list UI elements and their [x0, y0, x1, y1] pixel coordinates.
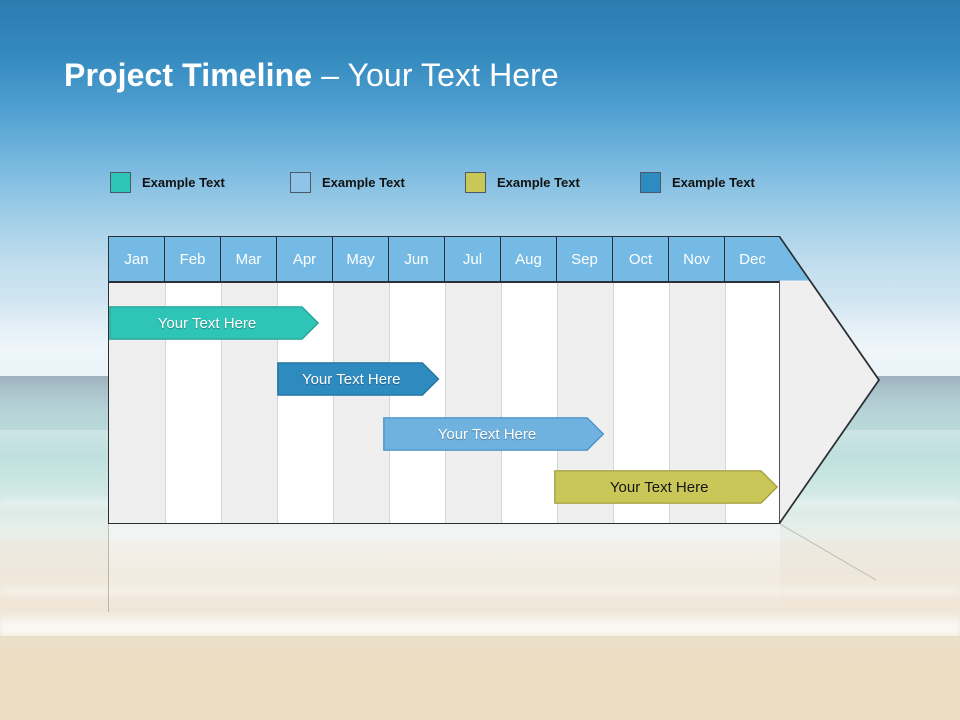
timeline-column-jul	[445, 237, 501, 523]
task-bar-shape	[383, 417, 605, 451]
timeline-column-feb	[165, 237, 221, 523]
month-header-sep[interactable]: Sep	[557, 237, 613, 282]
month-header-apr[interactable]: Apr	[277, 237, 333, 282]
task-bar-shape	[109, 306, 320, 340]
timeline-column-separator	[445, 237, 446, 523]
month-header-jun[interactable]: Jun	[389, 237, 445, 282]
legend-item-1[interactable]: Example Text	[110, 170, 225, 194]
timeline-column-separator	[221, 237, 222, 523]
timeline-header-divider	[109, 281, 781, 283]
legend-item-4[interactable]: Example Text	[640, 170, 755, 194]
month-header-jan[interactable]: Jan	[109, 237, 165, 282]
task-bar-4[interactable]: Your Text Here	[554, 470, 779, 504]
task-bar-1[interactable]: Your Text Here	[109, 306, 320, 340]
month-header-nov[interactable]: Nov	[669, 237, 725, 282]
month-header-oct[interactable]: Oct	[613, 237, 669, 282]
timeline-column-jan	[109, 237, 165, 523]
legend-swatch-icon	[290, 171, 311, 193]
task-bar-2[interactable]: Your Text Here	[277, 362, 440, 396]
legend-item-label: Example Text	[672, 174, 755, 190]
legend-item-label: Example Text	[322, 174, 405, 190]
task-bar-shape	[277, 362, 440, 396]
timeline-column-separator	[725, 237, 726, 523]
legend-swatch-icon	[465, 171, 486, 193]
timeline-column-separator	[165, 237, 166, 523]
timeline-column-aug	[501, 237, 557, 523]
timeline-arrowhead	[778, 233, 881, 527]
legend-item-2[interactable]: Example Text	[290, 170, 405, 194]
page-title-light: – Your Text Here	[312, 57, 559, 93]
legend: Example Text Example Text Example Text Exam…	[110, 170, 810, 194]
legend-item-label: Example Text	[142, 174, 225, 190]
page-title-strong: Project Timeline	[64, 57, 313, 93]
month-header-dec[interactable]: Dec	[725, 237, 781, 282]
timeline-column-separator	[669, 237, 670, 523]
page-title: Project Timeline – Your Text Here	[64, 57, 559, 94]
month-header-mar[interactable]: Mar	[221, 237, 277, 282]
task-bar-shape	[554, 470, 779, 504]
background-ripple-2	[0, 586, 960, 596]
legend-item-label: Example Text	[497, 174, 580, 190]
month-header-jul[interactable]: Jul	[445, 237, 501, 282]
task-bar-3[interactable]: Your Text Here	[383, 417, 605, 451]
legend-swatch-icon	[110, 171, 131, 193]
legend-swatch-icon	[640, 171, 661, 193]
timeline-column-separator	[501, 237, 502, 523]
month-header-may[interactable]: May	[333, 237, 389, 282]
timeline-column-mar	[221, 237, 277, 523]
month-header-aug[interactable]: Aug	[501, 237, 557, 282]
timeline-column-separator	[613, 237, 614, 523]
month-header-feb[interactable]: Feb	[165, 237, 221, 282]
legend-item-3[interactable]: Example Text	[465, 170, 580, 194]
background-dry-sand	[0, 636, 960, 720]
timeline-column-separator	[557, 237, 558, 523]
